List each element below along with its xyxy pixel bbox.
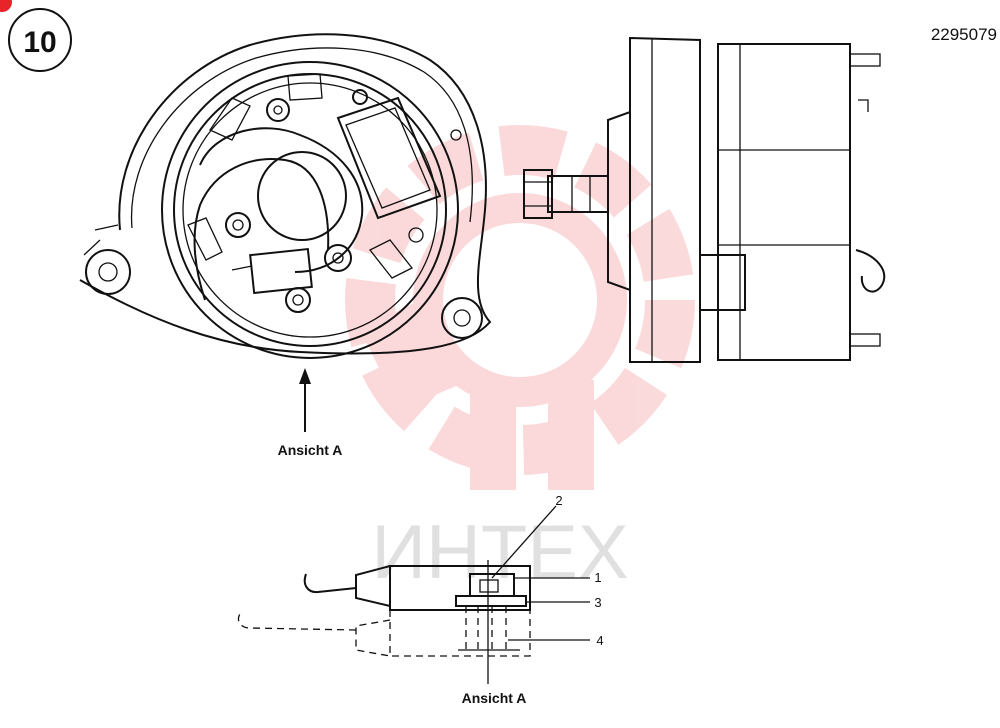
view-label-top: Ansicht A [278, 442, 343, 458]
alternator-end-view [79, 33, 492, 359]
callout-4: 4 [596, 633, 603, 648]
step-badge: 10 [8, 8, 72, 72]
corner-marker-icon [0, 0, 12, 12]
callout-3: 3 [594, 595, 601, 610]
part-number: 2295079 [931, 25, 997, 44]
step-number: 10 [23, 26, 56, 59]
callout-1: 1 [594, 570, 601, 585]
view-label-bottom: Ansicht A [462, 690, 527, 706]
watermark-text: ИНТЕХ [371, 510, 628, 595]
alternator-side-view [523, 36, 885, 363]
callout-2: 2 [555, 493, 562, 508]
detail-view [237, 505, 590, 684]
view-arrow-icon [299, 368, 311, 432]
watermark: ИНТЕХ [345, 125, 695, 595]
watermark-logo-gear-icon [345, 125, 695, 490]
